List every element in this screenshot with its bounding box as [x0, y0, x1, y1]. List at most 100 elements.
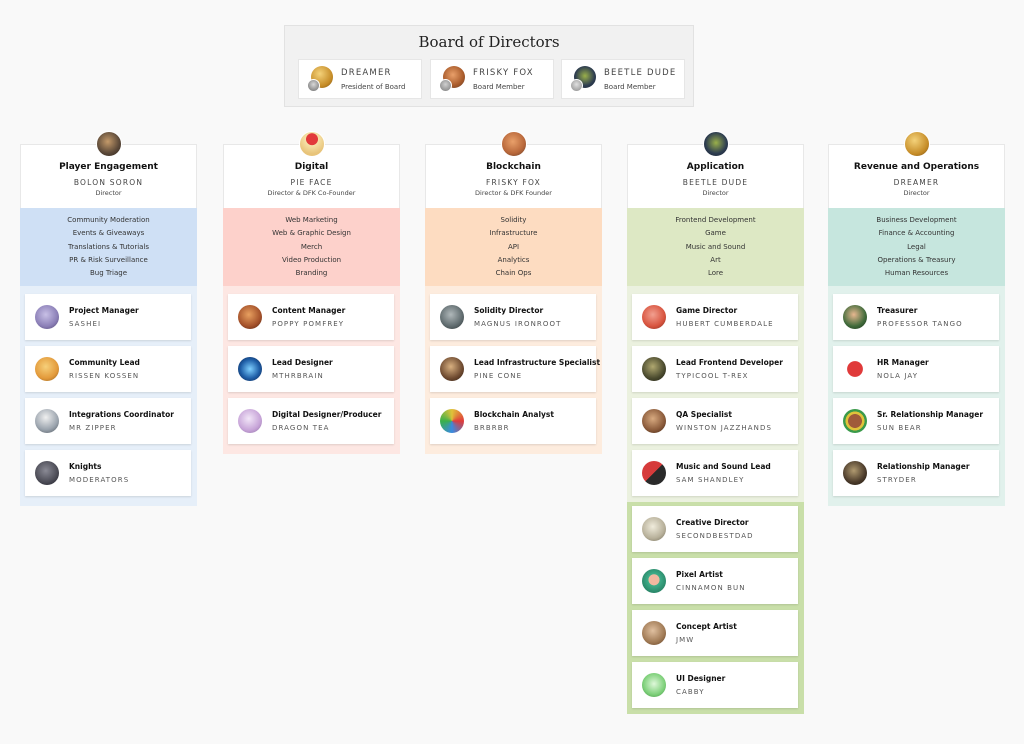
board-member-card[interactable]: FRISKY FOX Board Member — [430, 59, 554, 99]
skill-item: Events & Giveaways — [72, 229, 145, 238]
avatar — [307, 66, 333, 92]
member-card[interactable]: Community Lead RISSEN KOSSEN — [25, 346, 191, 393]
department-members: Solidity Director MAGNUS IRONROOT Lead I… — [425, 286, 602, 455]
member-role: Relationship Manager — [877, 462, 970, 472]
board-member-name: FRISKY FOX — [473, 68, 534, 78]
avatar — [238, 409, 262, 434]
member-role: Lead Designer — [272, 358, 333, 368]
director-avatar — [903, 131, 930, 157]
member-card[interactable]: Concept Artist JMW — [632, 610, 798, 657]
board-title: Board of Directors — [418, 33, 560, 51]
member-card[interactable]: Blockchain Analyst BRBRBR — [430, 398, 596, 445]
avatar — [642, 409, 666, 434]
department-skills: Solidity Infrastructure API Analytics Ch… — [425, 208, 602, 287]
skill-item: Lore — [707, 269, 724, 278]
avatar — [642, 357, 666, 382]
member-name: POPPY POMFREY — [272, 320, 345, 329]
member-card[interactable]: Pixel Artist CINNAMON BUN — [632, 558, 798, 605]
avatar — [35, 461, 59, 486]
director-role: Director — [903, 189, 930, 197]
member-card[interactable]: Lead Designer MTHRBRAIN — [228, 346, 394, 393]
member-card[interactable]: Music and Sound Lead SAM SHANDLEY — [632, 450, 798, 497]
member-name: SAM SHANDLEY — [676, 476, 745, 485]
member-card[interactable]: Relationship Manager STRYDER — [833, 450, 999, 497]
department-revenue-and-operations: Revenue and Operations DREAMER Director … — [828, 131, 1005, 507]
skill-item: Operations & Treasury — [877, 255, 956, 264]
director-avatar — [500, 131, 527, 157]
member-card[interactable]: Integrations Coordinator MR ZIPPER — [25, 398, 191, 445]
member-role: Game Director — [676, 306, 738, 316]
member-name: RISSEN KOSSEN — [69, 372, 140, 381]
member-name: SUN BEAR — [877, 424, 922, 433]
member-card[interactable]: Sr. Relationship Manager SUN BEAR — [833, 398, 999, 445]
board-member-card[interactable]: DREAMER President of Board — [298, 59, 422, 99]
member-card[interactable]: Project Manager SASHEI — [25, 294, 191, 341]
member-name: MTHRBRAIN — [272, 372, 324, 381]
avatar — [35, 409, 59, 434]
member-card[interactable]: Treasurer PROFESSOR TANGO — [833, 294, 999, 341]
department-title: Blockchain — [486, 162, 541, 172]
avatar-image-small — [307, 79, 320, 92]
board-member-role: Board Member — [604, 83, 656, 91]
skill-item: Web Marketing — [285, 216, 338, 224]
avatar — [642, 305, 666, 330]
skill-item: Legal — [907, 242, 926, 251]
member-card[interactable]: UI Designer CABBY — [632, 662, 798, 709]
member-role: Lead Frontend Developer — [676, 358, 783, 368]
board-member-card[interactable]: BEETLE DUDE Board Member — [561, 59, 685, 99]
member-name: MODERATORS — [69, 476, 130, 485]
board-of-directors: Board of Directors DREAMER President of … — [284, 25, 694, 107]
member-card[interactable]: Lead Frontend Developer TYPICOOL T-REX — [632, 346, 798, 393]
director-avatar — [298, 131, 325, 157]
member-role: Solidity Director — [474, 306, 544, 316]
member-role: Pixel Artist — [676, 570, 723, 580]
member-card[interactable]: Knights MODERATORS — [25, 450, 191, 497]
skill-item: PR & Risk Surveillance — [69, 255, 148, 264]
skill-item: Business Development — [876, 216, 957, 224]
member-card[interactable]: Content Manager POPPY POMFREY — [228, 294, 394, 341]
member-role: Project Manager — [69, 306, 139, 316]
avatar — [642, 673, 666, 698]
member-role: Content Manager — [272, 306, 346, 316]
director-name: BEETLE DUDE — [682, 178, 749, 187]
member-name: WINSTON JAZZHANDS — [676, 424, 773, 433]
member-card[interactable]: QA Specialist WINSTON JAZZHANDS — [632, 398, 798, 445]
member-card[interactable]: Solidity Director MAGNUS IRONROOT — [430, 294, 596, 341]
member-card[interactable]: Creative Director SECONDBESTDAD — [632, 506, 798, 553]
avatar — [35, 357, 59, 382]
member-role: Community Lead — [69, 358, 140, 368]
skill-item: Finance & Accounting — [878, 229, 955, 238]
skill-item: Merch — [300, 242, 323, 251]
member-name: TYPICOOL T-REX — [676, 372, 749, 381]
member-name: STRYDER — [877, 476, 917, 485]
member-card[interactable]: Game Director HUBERT CUMBERDALE — [632, 294, 798, 341]
member-role: Lead Infrastructure Specialist — [474, 358, 601, 368]
skill-item: Chain Ops — [495, 269, 532, 278]
member-name: PROFESSOR TANGO — [877, 320, 963, 329]
department-title: Application — [686, 162, 745, 172]
director-name: PIE FACE — [290, 178, 333, 187]
avatar-image-small — [439, 79, 452, 92]
member-name: PINE CONE — [474, 372, 523, 381]
member-name: JMW — [676, 636, 695, 645]
department-header: Blockchain FRISKY FOX Director & DFK Fou… — [425, 131, 602, 208]
avatar — [642, 461, 666, 486]
skill-item: API — [507, 242, 520, 251]
department-digital: Digital PIE FACE Director & DFK Co-Found… — [223, 131, 400, 455]
member-role: Knights — [69, 462, 102, 472]
skill-item: Infrastructure — [489, 229, 538, 238]
avatar — [642, 569, 666, 594]
skill-item: Bug Triage — [89, 269, 128, 278]
board-member-role: President of Board — [341, 83, 406, 91]
member-card[interactable]: Digital Designer/Producer DRAGON TEA — [228, 398, 394, 445]
director-name: BOLON SORON — [73, 178, 144, 187]
member-role: Music and Sound Lead — [676, 462, 771, 472]
member-role: Digital Designer/Producer — [272, 410, 382, 420]
director-avatar — [95, 131, 122, 157]
member-name: BRBRBR — [474, 424, 510, 433]
member-card[interactable]: HR Manager NOLA JAY — [833, 346, 999, 393]
skill-item: Solidity — [500, 216, 527, 224]
member-card[interactable]: Lead Infrastructure Specialist PINE CONE — [430, 346, 600, 393]
department-application: Application BEETLE DUDE Director Fronten… — [627, 131, 804, 715]
avatar — [570, 66, 596, 92]
